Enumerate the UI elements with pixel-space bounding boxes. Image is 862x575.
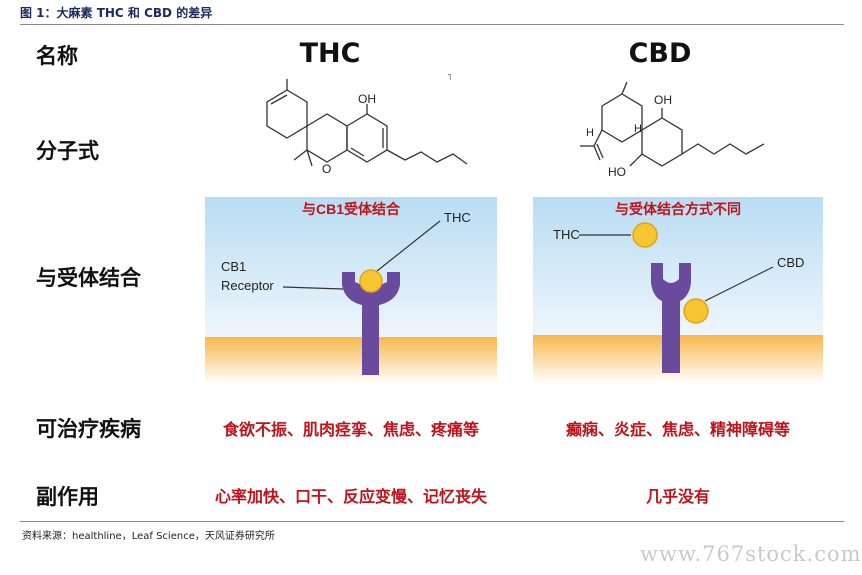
- thc-ring-a: [266, 89, 308, 139]
- thc-receptor-panel: 与CB1受体结合 THC CB1 Receptor: [205, 197, 497, 384]
- header-name-label: 名称: [36, 44, 78, 68]
- cbd-isopropenyl-3: [593, 145, 601, 161]
- cbd-ho-label: HO: [608, 165, 626, 179]
- cbd-h-label-2: H: [634, 123, 642, 135]
- watermark: www.767stock.com: [640, 542, 862, 566]
- cbd-ring-a: [601, 93, 643, 143]
- thc-o-label: O: [322, 162, 331, 176]
- cbd-ho-bond: [629, 153, 643, 167]
- cbd-structure-diagram: OH HO H H: [580, 81, 765, 179]
- top-rule: [20, 24, 844, 25]
- thc-inner-bond-1: [350, 147, 365, 157]
- stray-mark: ˥: [447, 73, 452, 83]
- source-note: 资料来源：healthline，Leaf Science，天风证券研究所: [22, 531, 275, 542]
- thc-ligand-ball: [359, 269, 383, 293]
- thc-double-bond: [270, 94, 288, 105]
- cbd-oh-label: OH: [654, 93, 672, 107]
- row-label-treats: 可治疗疾病: [36, 417, 141, 441]
- thc-dimethyl-2: [306, 149, 313, 167]
- figure-title: 图 1：大麻素 THC 和 CBD 的差异: [20, 6, 213, 20]
- cbd-pentyl-chain: [681, 143, 765, 155]
- column-header-cbd: CBD: [628, 38, 692, 69]
- cbd-isopropenyl-4: [596, 143, 604, 159]
- cbd-isopropenyl-1: [593, 129, 603, 147]
- receptor-shape: [651, 263, 691, 373]
- thc-side-effects-text: 心率加快、口干、反应变慢、记忆丧失: [214, 487, 487, 506]
- row-label-receptor: 与受体结合: [36, 266, 141, 290]
- thc-panel-title: 与CB1受体结合: [302, 201, 401, 217]
- column-header-thc: THC: [299, 38, 361, 69]
- thc-ring-b: [306, 113, 348, 163]
- cbd-panel-title: 与受体结合方式不同: [615, 201, 741, 217]
- thc-ligand-label: THC: [444, 210, 471, 225]
- free-thc-ball: [632, 222, 658, 248]
- bottom-rule: [20, 521, 844, 522]
- thc-dimethyl-1: [293, 149, 308, 161]
- thc-pentyl-chain: [386, 149, 468, 165]
- thc-pointer-line: [376, 220, 441, 272]
- cbd-ligand-ball: [683, 298, 709, 324]
- cbd-ring-b: [641, 117, 683, 167]
- cb1-receptor-shape: [342, 272, 400, 375]
- thc-ring-c: [346, 113, 388, 163]
- thc-membrane: [205, 337, 497, 384]
- cbd-treats-text: 癫痫、炎症、焦虑、精神障碍等: [565, 420, 790, 439]
- thc-treats-text: 食欲不振、肌肉痉挛、焦虑、疼痛等: [222, 420, 479, 439]
- row-label-formula: 分子式: [36, 139, 99, 163]
- free-thc-label: THC: [553, 227, 580, 242]
- cbd-ligand-label: CBD: [777, 255, 804, 270]
- cbd-receptor-panel: 与受体结合方式不同 THC CBD: [533, 197, 823, 383]
- cbd-h-label-1: H: [586, 127, 594, 139]
- cbd-side-effects-text: 几乎没有: [645, 487, 710, 506]
- row-label-side-effects: 副作用: [36, 485, 99, 509]
- cb1-pointer-line: [282, 286, 344, 290]
- thc-structure-diagram: OH O: [266, 79, 468, 176]
- cbd-pointer-line: [704, 266, 774, 302]
- cb1-label-line2: Receptor: [221, 278, 274, 293]
- cb1-label-line1: CB1: [221, 259, 246, 274]
- thc-oh-label: OH: [358, 92, 376, 106]
- cbd-methyl: [621, 81, 628, 95]
